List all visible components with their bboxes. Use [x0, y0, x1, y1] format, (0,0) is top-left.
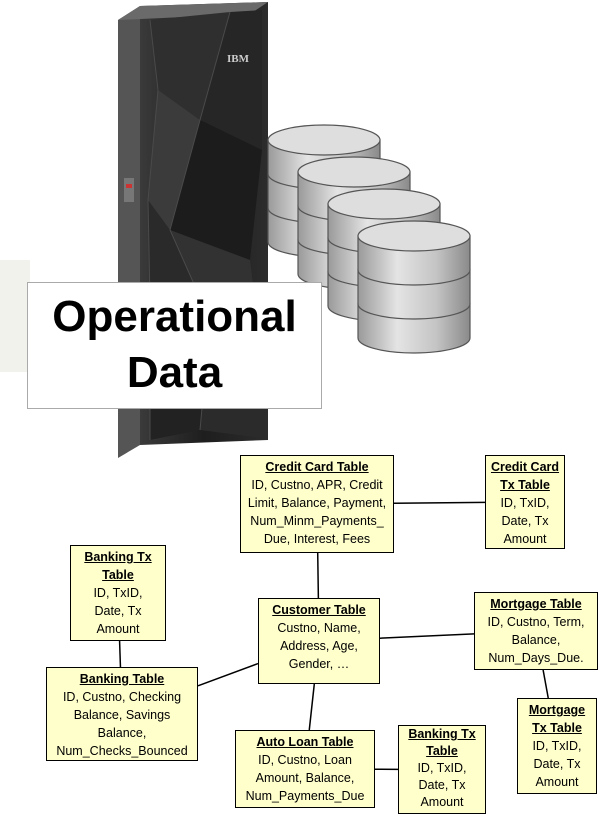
table-title: Mortgage Table	[490, 597, 582, 611]
relationship-line	[118, 640, 122, 668]
table-field: Balance,	[511, 633, 561, 647]
table-field: Date, Tx	[533, 757, 581, 771]
credit-card-table: Credit Card Table ID, Custno, APR, Credi…	[240, 455, 394, 553]
table-field: ID, Custno, Checking	[62, 690, 182, 704]
database-cylinder-top	[357, 220, 471, 252]
table-field: ID, TxID,	[532, 739, 582, 753]
table-field: Balance,	[97, 726, 147, 740]
table-field: Custno, Name,	[277, 621, 361, 635]
table-field: Amount	[96, 622, 140, 636]
relationship-line	[316, 552, 320, 599]
relationship-line	[379, 633, 475, 639]
table-field: Gender, …	[288, 657, 350, 671]
table-field: ID, TxID,	[500, 496, 550, 510]
table-field: Num_Checks_Bounced	[56, 744, 188, 758]
table-field: Due, Interest, Fees	[263, 532, 371, 546]
table-title: Banking Tx	[84, 550, 152, 564]
table-title: Mortgage	[528, 703, 586, 717]
relationship-line	[393, 501, 486, 505]
table-field: Balance, Savings	[73, 708, 171, 722]
table-field: ID, TxID,	[93, 586, 143, 600]
table-field: Amount, Balance,	[255, 771, 355, 785]
table-field: Amount	[420, 795, 464, 809]
table-title: Table	[426, 744, 458, 758]
database-stack	[267, 124, 471, 354]
database-cylinder-top	[267, 124, 381, 156]
customer-table: Customer Table Custno, Name, Address, Ag…	[258, 598, 380, 684]
operational-label-line-2: Data	[126, 348, 223, 397]
table-title: Tx Table	[500, 478, 550, 492]
table-title: Banking Table	[79, 672, 165, 686]
table-field: Address, Age,	[280, 639, 358, 653]
table-field: ID, TxID,	[417, 761, 467, 775]
table-field: Num_Minm_Payments_	[250, 514, 384, 528]
table-field: ID, Custno, Loan	[258, 753, 352, 767]
table-field: Date, Tx	[501, 514, 549, 528]
table-title: Credit Card Table	[265, 460, 369, 474]
table-field: Num_Days_Due.	[488, 651, 584, 665]
relationship-line	[308, 683, 316, 731]
database-cylinder-top	[297, 156, 411, 188]
table-field: Amount	[503, 532, 547, 546]
mortgage-tx-table: Mortgage Tx Table ID, TxID, Date, Tx Amo…	[517, 698, 597, 794]
relationship-line	[197, 662, 259, 687]
table-field: ID, Custno, APR, Credit	[251, 478, 383, 492]
background-panel	[0, 260, 30, 372]
table-title: Banking Tx	[408, 727, 476, 741]
banking-table: Banking Table ID, Custno, Checking Balan…	[46, 667, 198, 761]
database-cylinder-top	[327, 188, 441, 220]
table-field: Num_Payments_Due	[245, 789, 365, 803]
table-title: Tx Table	[532, 721, 582, 735]
operational-label-line-1: Operational	[52, 292, 297, 341]
relationship-lines	[118, 501, 549, 771]
table-field: Date, Tx	[94, 604, 142, 618]
table-field: Date, Tx	[418, 778, 466, 792]
table-field: Amount	[535, 775, 579, 789]
auto-loan-table: Auto Loan Table ID, Custno, Loan Amount,…	[235, 730, 375, 808]
table-title: Auto Loan Table	[256, 735, 354, 749]
banking-tx-table-top: Banking Tx Table ID, TxID, Date, Tx Amou…	[70, 545, 166, 641]
table-field: ID, Custno, Term,	[487, 615, 585, 629]
table-title: Customer Table	[272, 603, 366, 617]
table-title: Credit Card	[490, 460, 560, 474]
table-title: Table	[102, 568, 134, 582]
credit-card-tx-table: Credit Card Tx Table ID, TxID, Date, Tx …	[485, 455, 565, 549]
banking-tx-table-bottom: Banking Tx Table ID, TxID, Date, Tx Amou…	[398, 725, 486, 814]
ibm-logo: IBM	[227, 53, 250, 65]
table-field: Limit, Balance, Payment,	[247, 496, 387, 510]
relationship-line	[542, 669, 549, 699]
mortgage-table: Mortgage Table ID, Custno, Term, Balance…	[474, 592, 598, 670]
operational-data-label: Operational Data	[27, 282, 322, 409]
